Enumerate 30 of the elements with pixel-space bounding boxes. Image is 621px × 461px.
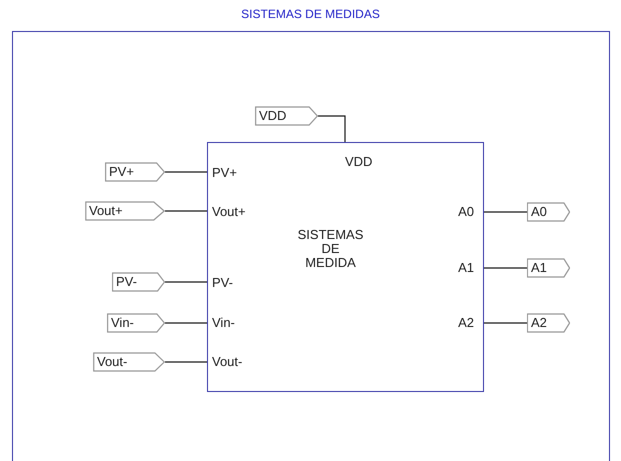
wire [165, 281, 207, 283]
block-title: SISTEMAS DE MEDIDA [296, 228, 364, 270]
pin-label: A2 [458, 315, 474, 331]
diagram-title: SISTEMAS DE MEDIDAS [240, 6, 381, 22]
port-connector: PV- [112, 272, 165, 292]
pin-label: PV+ [212, 165, 237, 181]
port-connector: VDD [255, 106, 318, 126]
port-connector: A2 [527, 313, 570, 333]
pin-label: Vin- [212, 315, 235, 331]
port-connector: A1 [527, 258, 570, 278]
port-connector: Vout+ [85, 201, 165, 221]
pin-label: A1 [458, 260, 474, 276]
pin-label: A0 [458, 204, 474, 220]
port-connector: Vout- [93, 352, 165, 372]
wire [165, 171, 207, 173]
wire [165, 322, 207, 324]
port-connector: Vin- [107, 313, 165, 333]
pin-label: Vout- [212, 354, 242, 370]
wire [484, 211, 527, 213]
wire [318, 115, 346, 142]
component-block [207, 142, 484, 392]
wire [165, 210, 207, 212]
pin-label: PV- [212, 275, 233, 291]
port-connector: PV+ [105, 162, 165, 182]
wire [165, 361, 207, 363]
port-connector: A0 [527, 202, 570, 222]
pin-label: VDD [345, 154, 372, 170]
wire [484, 267, 527, 269]
wire [484, 322, 527, 324]
pin-label: Vout+ [212, 204, 246, 220]
